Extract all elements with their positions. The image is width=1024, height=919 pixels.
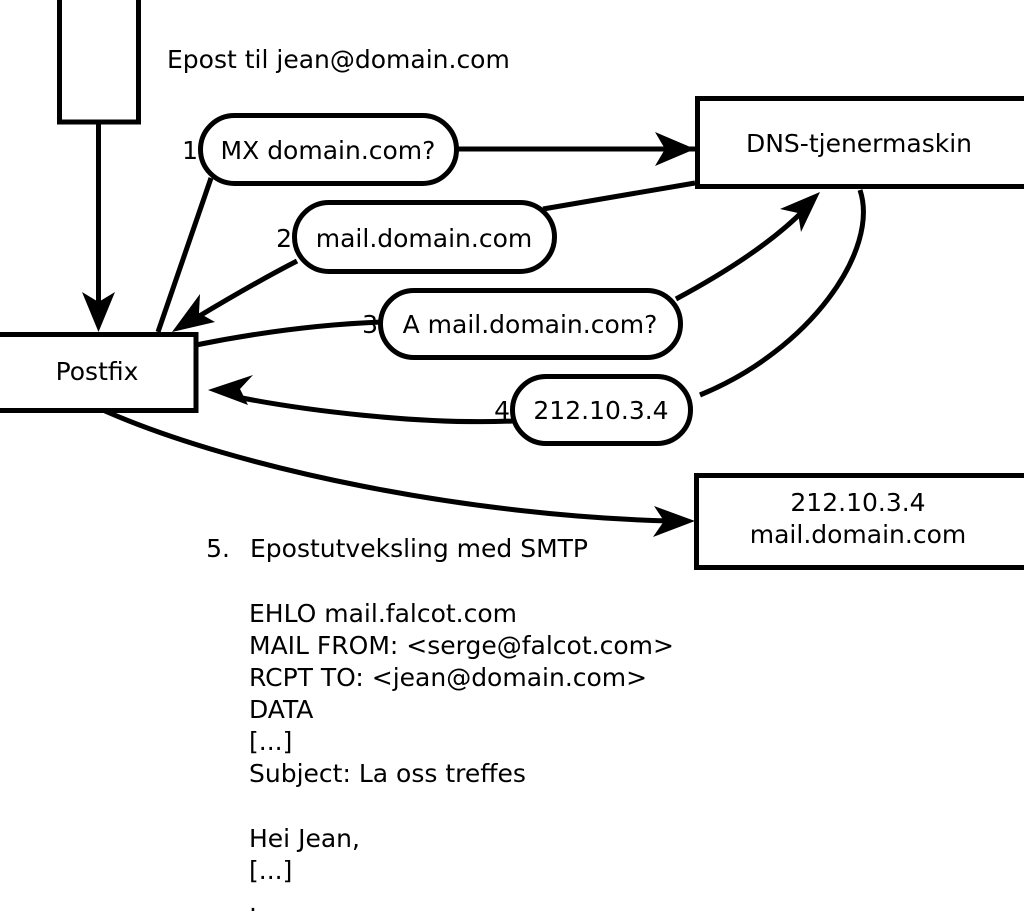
client-box [57,0,141,125]
step-2-bubble-label: mail.domain.com [316,224,532,253]
smtp-line-5: Subject: La oss treffes [249,759,526,788]
step-1-group: 1. MX domain.com? [182,113,459,186]
smtp-line-0: EHLO mail.falcot.com [249,599,517,628]
smtp-line-7: Hei Jean, [249,824,360,853]
step-5-number: 5. [206,534,230,563]
step-5-label: Epostutveksling med SMTP [250,534,588,563]
smtp-line-1: MAIL FROM: <serge@falcot.com> [249,631,674,660]
step-4-bubble-label: 212.10.3.4 [533,396,668,425]
edge-step4-a-answer [208,189,866,425]
smtp-line-2: RCPT TO: <jean@domain.com> [249,663,647,692]
edge-step2-mx-answer [172,180,696,332]
destination-server-ip: 212.10.3.4 [790,488,925,517]
edge-step1-mx-query [458,132,695,166]
dns-server-box-label: DNS-tjenermaskin [746,129,972,158]
smtp-line-8: [...] [249,856,292,885]
email-caption: Epost til jean@domain.com [167,45,510,74]
smtp-line-3: DATA [249,695,313,724]
step-2-group: 2. mail.domain.com [276,200,557,274]
postfix-box-label: Postfix [56,357,139,386]
step-1-bubble-label: MX domain.com? [221,136,436,165]
smtp-line-9: . [249,888,257,917]
destination-server-box [694,473,1024,570]
postfix-box [0,332,199,413]
edge-step5-smtp [103,408,695,537]
step-4-bubble [510,374,693,446]
step-3-bubble-label: A mail.domain.com? [403,310,658,339]
dns-server-box [695,96,1024,189]
step-2-bubble [292,200,557,274]
step-4-group: 4. 212.10.3.4 [494,374,693,446]
step-3-group: 3. A mail.domain.com? [362,288,683,360]
step-3-bubble [378,288,683,360]
edge-step3-a-query [195,192,820,348]
destination-server-hostname: mail.domain.com [750,520,966,549]
step-1-bubble [198,113,459,186]
edge-step1-tail-from-postfix [155,177,214,333]
smtp-line-4: [...] [249,727,292,756]
edge-client-to-postfix [82,122,115,332]
